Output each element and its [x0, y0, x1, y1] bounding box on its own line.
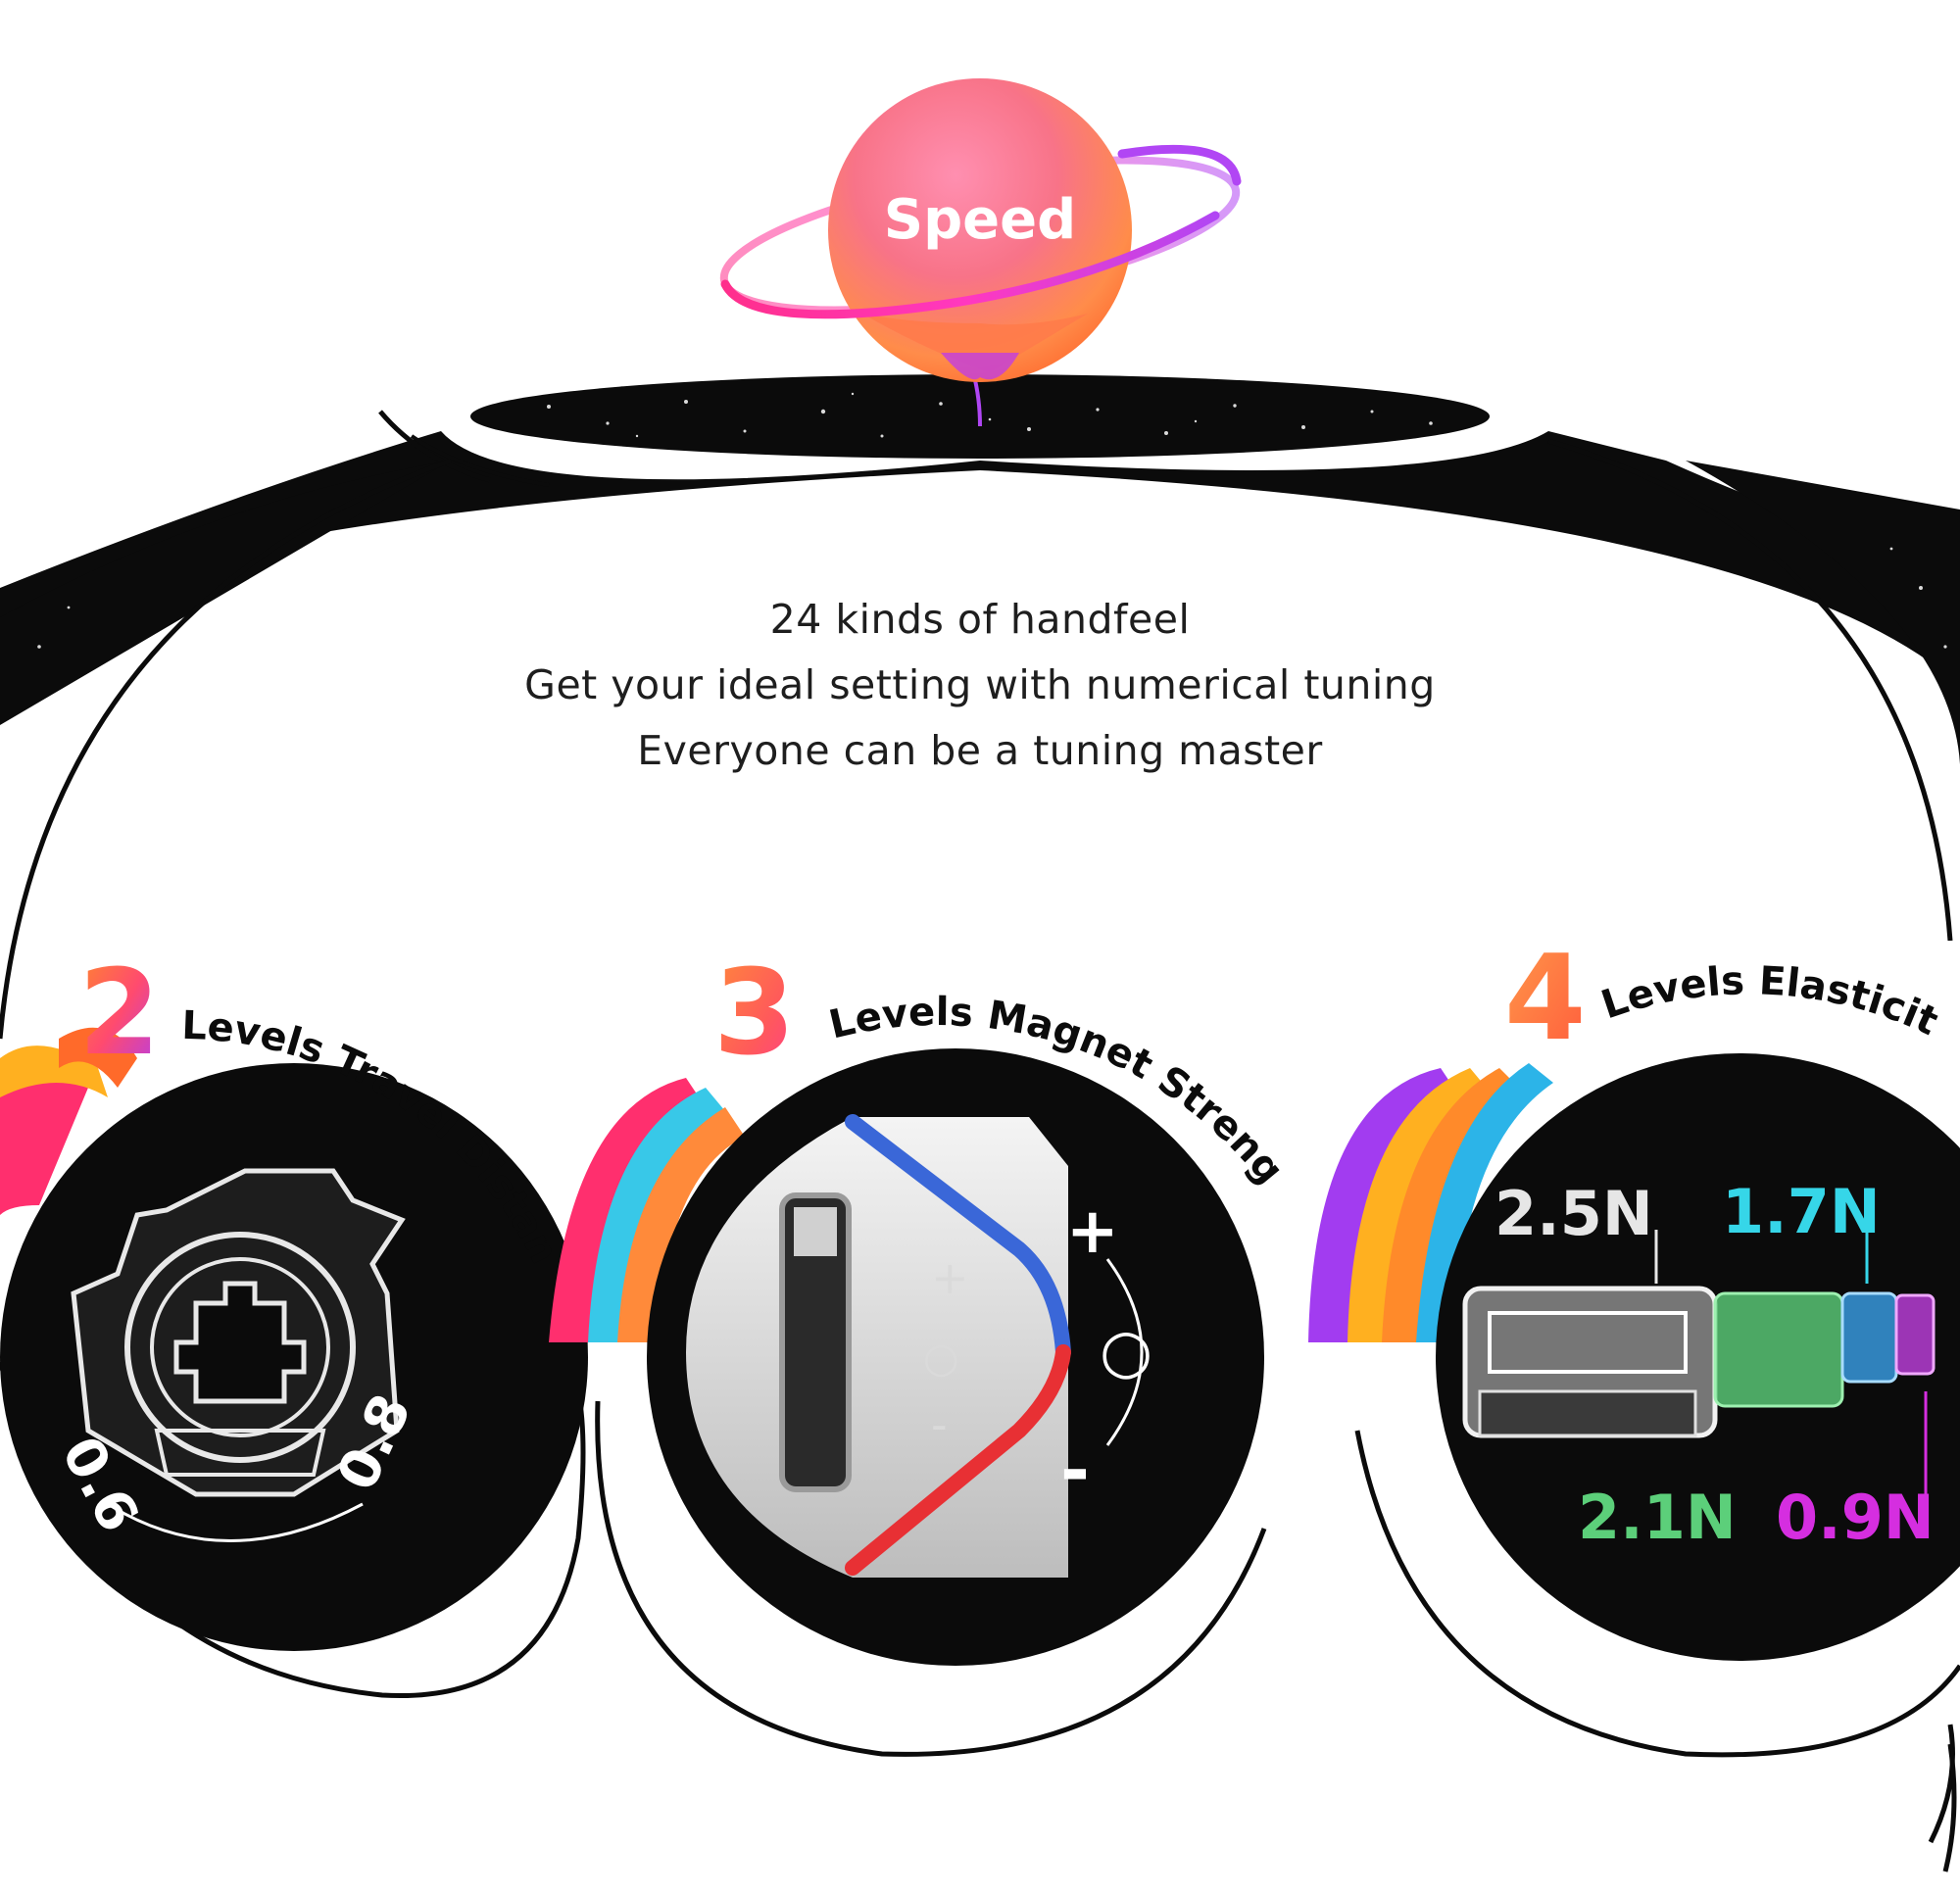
tagline-line-3: Everyone can be a tuning master — [637, 727, 1323, 774]
elasticity-force-medium: 2.1N — [1578, 1482, 1737, 1553]
svg-text:+: + — [931, 1251, 969, 1304]
elasticity-level-number: 4 — [1504, 931, 1587, 1067]
elasticity-force-medium-light: 1.7N — [1722, 1176, 1881, 1247]
planet-label: Speed — [884, 188, 1076, 252]
content-blob — [0, 438, 1953, 1040]
magnet-symbol-neutral: ○ — [1100, 1315, 1152, 1386]
magnet-symbol-plus: + — [1066, 1195, 1119, 1268]
travel-gasket-icon — [71, 1168, 406, 1497]
feature-travel-distance: 0.6 0.8 2 Levels Travel Distance — [0, 0, 588, 1651]
elasticity-force-light: 0.9N — [1776, 1482, 1935, 1553]
elasticity-springs — [1462, 1286, 1936, 1438]
svg-text:-: - — [931, 1398, 948, 1451]
tagline-line-2: Get your ideal setting with numerical tu… — [524, 661, 1436, 708]
elasticity-force-heavy: 2.5N — [1494, 1178, 1653, 1249]
svg-text:○: ○ — [923, 1334, 959, 1382]
travel-scale-arc — [107, 1502, 364, 1542]
speed-planet: Speed — [719, 78, 1242, 427]
magnet-scale-arc — [1105, 1258, 1144, 1446]
magnet-level-number: 3 — [713, 946, 796, 1082]
magnet-switch-view: + ○ - — [686, 1114, 1071, 1578]
magnet-symbol-minus: - — [1060, 1429, 1090, 1511]
travel-level-number: 2 — [78, 946, 161, 1082]
tagline-line-1: 24 kinds of handfeel — [769, 596, 1191, 643]
starfield-portal — [0, 374, 1960, 764]
